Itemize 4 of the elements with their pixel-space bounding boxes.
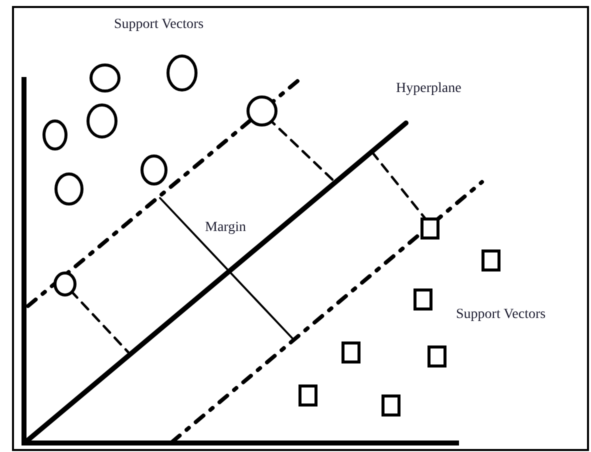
margin-label: Margin bbox=[205, 220, 246, 236]
hyperplane-label: Hyperplane bbox=[396, 81, 462, 97]
class-label: Support Vectors bbox=[456, 307, 546, 323]
class-label: Support Vectors bbox=[114, 17, 204, 33]
